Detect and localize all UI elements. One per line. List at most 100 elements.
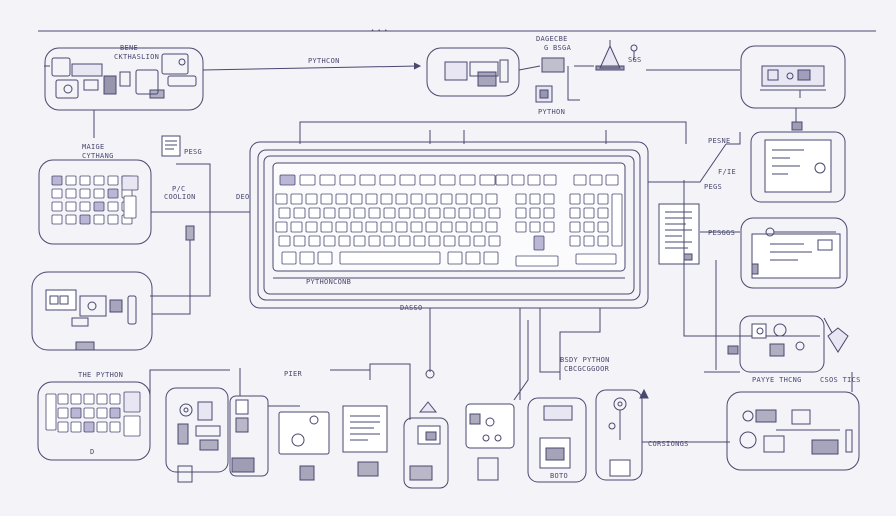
connector-top-link [202, 65, 419, 71]
mid-left-label-1: P/C [172, 185, 186, 193]
keyboard-key [440, 221, 453, 233]
monitor-icon [750, 131, 846, 203]
keyboard-key [583, 221, 595, 233]
mid-left-label-3: DEO [236, 193, 250, 201]
keyboard-key [410, 193, 423, 205]
keyboard-key [569, 235, 581, 247]
keyboard-key [605, 174, 619, 186]
keyboard-key [305, 193, 318, 205]
keyboard-key [611, 193, 623, 247]
panel-key [93, 201, 105, 212]
keyboard-key [589, 174, 603, 186]
top-center-label-1: DAGECBE [536, 35, 568, 43]
keyboard-key [413, 207, 426, 219]
keyboard-key [527, 174, 541, 186]
keyboard-key [529, 221, 541, 233]
top-center-label-2: G BSGA [544, 44, 572, 52]
keyboard-key [597, 193, 609, 205]
keyboard-key [458, 235, 471, 247]
bottom-left-small: D [90, 448, 95, 456]
keyboard-key [465, 251, 481, 265]
pier-label: PIER [284, 370, 303, 378]
keyboard-key [583, 235, 595, 247]
top-link-label: PYTHCON [308, 57, 340, 65]
panel-key [70, 407, 82, 419]
keyboard-key [359, 174, 376, 186]
panel-screen [121, 175, 139, 191]
panel-key [65, 188, 77, 199]
panel-key [57, 421, 69, 433]
keyboard-key [410, 221, 423, 233]
keyboard-key [511, 174, 525, 186]
panel-key [109, 393, 121, 405]
document-icon-bottom [342, 405, 388, 477]
keyboard-key [485, 221, 498, 233]
keyboard-key [350, 193, 363, 205]
keyboard-key [455, 193, 468, 205]
panel-key [65, 201, 77, 212]
keyboard-key [447, 251, 463, 265]
panel-key [83, 421, 95, 433]
keyboard-key [353, 207, 366, 219]
panel-slot [123, 415, 141, 437]
keyboard-key [419, 174, 436, 186]
panel-key [83, 393, 95, 405]
keyboard-key [398, 207, 411, 219]
keyboard-key [339, 174, 356, 186]
keyboard-key [399, 174, 416, 186]
panel-key [51, 188, 63, 199]
keyboard-key [473, 235, 486, 247]
keyboard-key [383, 235, 396, 247]
bottom-left-title: THE PYTHON [78, 371, 124, 379]
keyboard-key [308, 207, 321, 219]
bottom-center-label-1: BSDY PYTHON [560, 356, 610, 364]
keyboard-key [425, 221, 438, 233]
panel-slot [123, 195, 137, 219]
boto-label: BOTO [550, 472, 569, 480]
panel-slot [45, 393, 57, 431]
panel-key [51, 175, 63, 186]
keyboard-key [350, 221, 363, 233]
top-marker: • • • [371, 28, 388, 34]
keyboard-key [515, 207, 527, 219]
keyboard-key [320, 221, 333, 233]
keyboard-key [533, 235, 545, 251]
panel-key [79, 201, 91, 212]
keyboard-key [583, 193, 595, 205]
keyboard-key [443, 235, 456, 247]
keyboard-key [428, 235, 441, 247]
keyboard-key [335, 221, 348, 233]
document-icon-right [658, 203, 700, 265]
left-panel-label-1: MAIGE [82, 143, 105, 151]
panel-key [109, 407, 121, 419]
node-icon [595, 388, 649, 481]
panel-key [57, 393, 69, 405]
keyboard-key [383, 207, 396, 219]
keyboard-key [440, 193, 453, 205]
left-lower-panel [31, 271, 153, 351]
keyboard-key [293, 207, 306, 219]
keyboard-key [479, 174, 496, 186]
keyboard-key [515, 255, 559, 267]
panel-key [93, 188, 105, 199]
dasso-label: DASSO [400, 304, 423, 312]
document-icon [161, 135, 181, 157]
keyboard-icon[interactable] [249, 141, 649, 309]
keyboard-key [323, 207, 336, 219]
keyboard-key [281, 251, 297, 265]
keyboard-key [470, 193, 483, 205]
panel-key [83, 407, 95, 419]
keyboard-key [353, 235, 366, 247]
keyboard-key [380, 221, 393, 233]
circuit-board-icon [229, 395, 269, 477]
panel-key [107, 214, 119, 225]
top-left-box-sub: CKTHASLION [114, 53, 160, 61]
keyboard-key [308, 235, 321, 247]
keyboard-key [290, 193, 303, 205]
keyboard-key [278, 207, 291, 219]
panel-key [57, 407, 69, 419]
panel-key [51, 201, 63, 212]
top-center-device-panel [426, 47, 520, 97]
keyboard-key [543, 193, 555, 205]
keyboard-key [495, 174, 509, 186]
